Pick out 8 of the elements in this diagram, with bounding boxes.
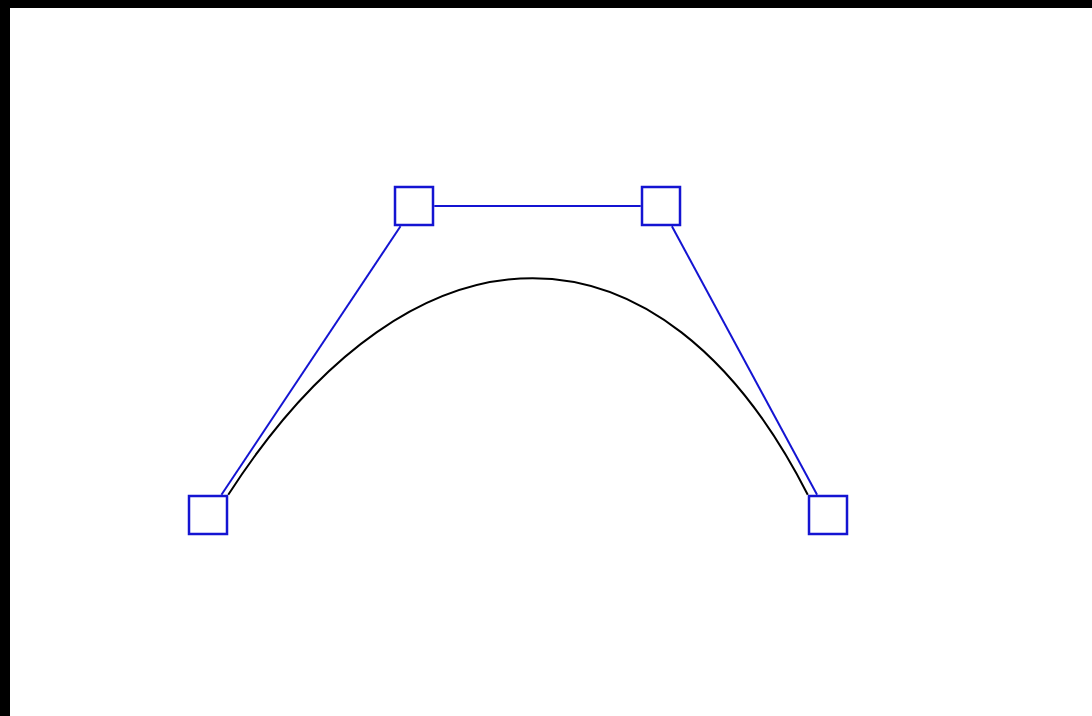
control-point-box xyxy=(640,185,682,227)
control-point-box xyxy=(807,494,849,536)
bezier-curve xyxy=(227,277,809,496)
control-point-box xyxy=(187,494,229,536)
control-point-box xyxy=(393,185,435,227)
control-line xyxy=(433,205,642,207)
control-line xyxy=(670,225,819,496)
control-line xyxy=(220,225,402,496)
